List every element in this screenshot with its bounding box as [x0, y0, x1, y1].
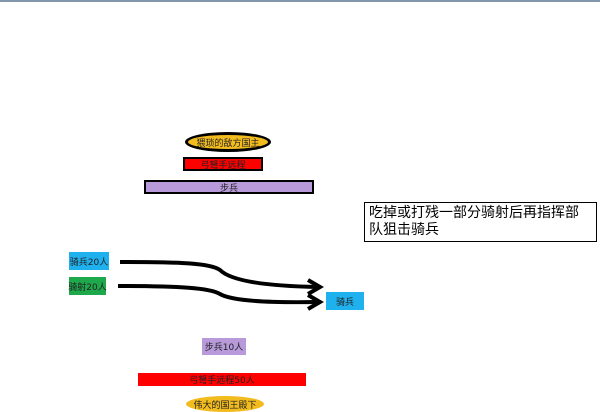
arrowhead-cavalry — [306, 278, 324, 296]
arrow-cavalry — [119, 260, 319, 289]
ally-king: 伟大的国王殿下 — [186, 396, 264, 412]
ally-cavalry: 骑兵20人 — [69, 252, 109, 270]
top-border — [0, 0, 600, 2]
enemy-archers: 弓弩手远程 — [183, 157, 263, 171]
ally-horse-archers: 骑射20人 — [68, 277, 107, 295]
strategy-note: 吃掉或打残一部分骑射后再指挥部队狙击骑兵 — [364, 202, 597, 242]
enemy-infantry: 步兵 — [144, 180, 314, 194]
target-cavalry: 骑兵 — [326, 292, 364, 310]
arrowhead-horse-archers — [306, 293, 324, 311]
ally-archers: 弓弩手远程50人 — [138, 373, 306, 386]
arrow-horse-archers — [117, 284, 319, 305]
ally-infantry: 步兵10人 — [202, 338, 246, 355]
enemy-king: 猥琐的敌方国主 — [185, 132, 271, 152]
